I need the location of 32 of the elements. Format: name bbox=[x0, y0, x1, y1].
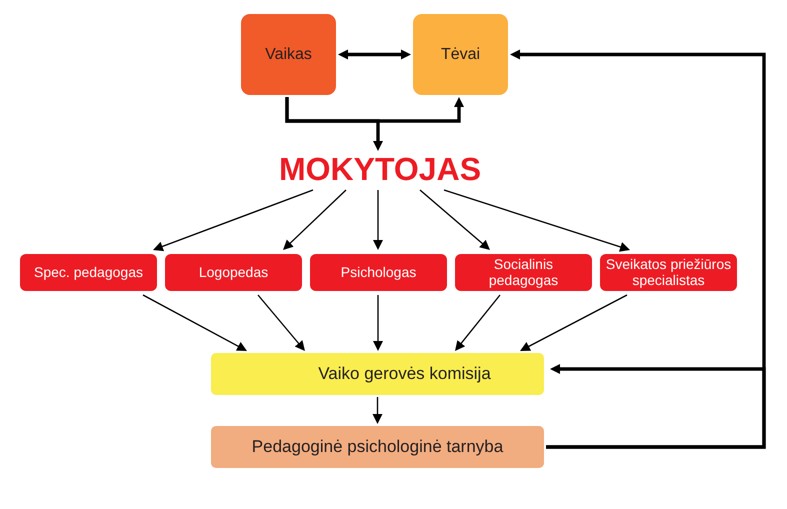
arrow bbox=[444, 189, 630, 252]
person-box bbox=[241, 14, 336, 95]
arrow bbox=[372, 397, 382, 424]
arrow bbox=[153, 189, 314, 252]
arrow bbox=[373, 190, 383, 250]
box-label: Sveikatos priežiūros specialistas bbox=[604, 256, 732, 288]
person-box bbox=[413, 14, 508, 95]
arrow bbox=[285, 97, 383, 151]
service-box bbox=[211, 426, 544, 468]
box-label: Vaikas bbox=[265, 46, 312, 64]
box-label: Psichologas bbox=[340, 264, 416, 280]
arrow bbox=[258, 294, 305, 351]
arrow bbox=[455, 294, 500, 351]
box-label: Logopedas bbox=[198, 264, 268, 280]
specialist-box bbox=[165, 254, 302, 291]
specialist-box bbox=[455, 254, 592, 291]
arrow bbox=[142, 294, 247, 351]
arrow bbox=[520, 294, 628, 351]
specialist-box bbox=[20, 254, 157, 291]
role-heading: MOKYTOJAS bbox=[272, 153, 488, 185]
box-label: Vaiko gerovės komisija bbox=[318, 364, 491, 384]
commission-box bbox=[211, 353, 544, 395]
box-label: Socialinis pedagogas bbox=[488, 256, 560, 288]
specialist-box bbox=[310, 254, 447, 291]
box-label: Spec. pedagogas bbox=[34, 264, 143, 280]
box-label: Pedagoginė psichologinė tarnyba bbox=[252, 437, 504, 457]
box-label: Tėvai bbox=[440, 46, 480, 64]
arrow bbox=[420, 190, 490, 250]
double-arrow bbox=[338, 50, 411, 60]
arrow bbox=[283, 190, 346, 250]
arrow bbox=[373, 295, 383, 351]
arrow bbox=[510, 50, 766, 449]
